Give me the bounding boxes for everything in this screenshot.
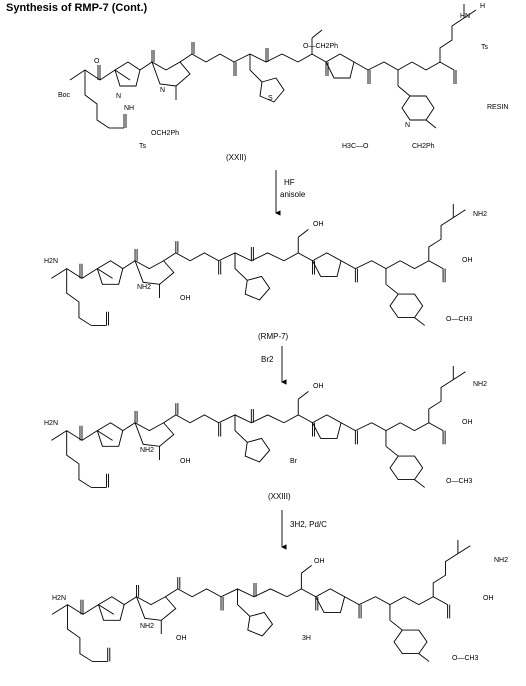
nh2-atom-label: NH2 (137, 284, 151, 291)
methoxy-label: H3C—O (342, 143, 369, 150)
hn-atom-label: HN (460, 13, 470, 20)
carboxylic-acid-label: OH (462, 419, 473, 426)
benzyl-label: CH2Ph (412, 143, 435, 150)
nh2-atom-label: NH2 (140, 447, 154, 454)
methoxy-label: O—CH3 (452, 655, 479, 662)
carboxylic-acid-label: OH (462, 257, 473, 264)
tritium-label: 3H (302, 635, 311, 642)
reagent-hf: HF (284, 178, 295, 187)
amine-terminus-label: H2N (44, 420, 58, 427)
boc-group-label: Boc (58, 92, 71, 99)
compound-xxii: Boc Ts Ts OCH2Ph O—CH2Ph RESIN H3C—O CH2… (58, 3, 508, 162)
carboxylic-acid-label: OH (483, 595, 494, 602)
nh-atom-label: NH (124, 105, 134, 112)
compound-label-xxii: (XXII) (226, 153, 247, 162)
compound-label-xxiii: (XXIII) (268, 492, 291, 501)
hydroxyl-ser-label: OH (313, 383, 324, 390)
amine-terminus-label: H2N (44, 258, 58, 265)
h-atom-label: H (480, 3, 485, 10)
o-atom-label: O (94, 58, 100, 65)
methoxy-label: O—CH3 (446, 316, 473, 323)
nh2-atom-label: NH2 (494, 557, 508, 564)
compound-tritiated: H2N OH OH OH 3H O—CH3 (51, 539, 494, 662)
nh2-atom-label: NH2 (473, 381, 487, 388)
hydroxyl-hyp-label: OH (180, 458, 191, 465)
n-atom-label: N (160, 87, 165, 94)
bromine-label: Br (290, 458, 298, 465)
atom-labels: NH N N O HN H S NH2 NH2 NH2 NH2 NH2 NH2 (94, 3, 508, 630)
hydroxyl-ser-label: OH (314, 558, 325, 565)
compound-rmp-7: H2N OH OH OH O—CH3 (RMP-7) (44, 203, 473, 341)
page-title: Synthesis of RMP-7 (Cont.) (6, 2, 148, 14)
nh2-atom-label: NH2 (473, 211, 487, 218)
methoxy-label: O—CH3 (446, 478, 473, 485)
amine-terminus-label: H2N (52, 595, 66, 602)
n-atom-label: N (405, 122, 410, 129)
resin-label: RESIN (487, 104, 508, 111)
compound-label-rmp-7: (RMP-7) (258, 332, 289, 341)
reagent-tritium-pd: 3H2, Pd/C (290, 520, 327, 529)
tosyl-group-label: Ts (139, 143, 147, 150)
benzyloxy-label: OCH2Ph (151, 130, 179, 137)
s-atom-label: S (268, 95, 273, 102)
hydroxyl-ser-label: OH (313, 221, 324, 228)
hydroxyl-hyp-label: OH (180, 295, 191, 302)
reagent-anisole: anisole (280, 190, 306, 199)
nh2-atom-label: NH2 (140, 623, 154, 630)
compound-xxiii: H2N OH OH OH Br O—CH3 (XXIII) (44, 365, 473, 501)
tosyl-group-label-arg: Ts (481, 44, 489, 51)
n-atom-label: N (116, 93, 121, 100)
benzyloxy-ser-label: O—CH2Ph (303, 43, 338, 50)
hydroxyl-hyp-label: OH (176, 635, 187, 642)
reagent-bromine: Br2 (261, 355, 274, 364)
